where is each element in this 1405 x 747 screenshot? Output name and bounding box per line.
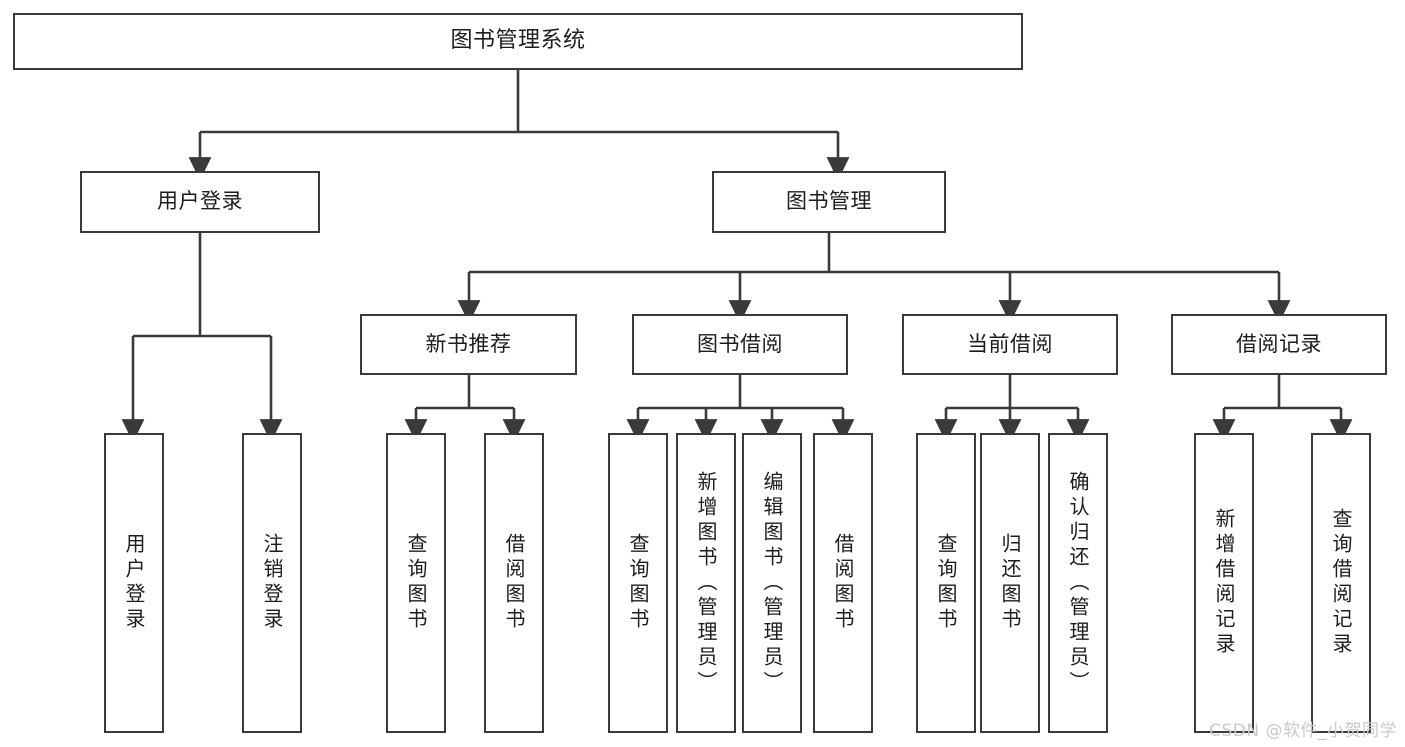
leaf-user-login-logout-label: 注销登录 bbox=[260, 533, 284, 633]
leaf-book-borrow-query[interactable]: 查询图书 bbox=[608, 433, 668, 733]
node-borrow-record-label: 借阅记录 bbox=[1236, 331, 1322, 356]
node-user-login[interactable]: 用户登录 bbox=[80, 171, 320, 233]
leaf-borrow-record-add[interactable]: 新增借阅记录 bbox=[1194, 433, 1254, 733]
node-root-system-label: 图书管理系统 bbox=[450, 28, 586, 54]
leaf-current-borrow-confirm-label: 确认归还（管理员） bbox=[1066, 470, 1090, 696]
leaf-user-login-login-label: 用户登录 bbox=[122, 533, 146, 633]
leaf-book-borrow-add-label: 新增图书（管理员） bbox=[694, 470, 718, 696]
leaf-new-book-query-label: 查询图书 bbox=[404, 533, 428, 633]
leaf-current-borrow-query[interactable]: 查询图书 bbox=[916, 433, 976, 733]
leaf-book-borrow-edit-label: 编辑图书（管理员） bbox=[760, 470, 784, 696]
leaf-new-book-query[interactable]: 查询图书 bbox=[386, 433, 446, 733]
node-user-login-label: 用户登录 bbox=[157, 189, 243, 214]
leaf-book-borrow-add[interactable]: 新增图书（管理员） bbox=[676, 433, 736, 733]
leaf-book-borrow-edit[interactable]: 编辑图书（管理员） bbox=[742, 433, 802, 733]
node-book-borrow[interactable]: 图书借阅 bbox=[632, 314, 848, 375]
leaf-current-borrow-query-label: 查询图书 bbox=[934, 533, 958, 633]
csdn-watermark: CSDN @软件_小贺同学 bbox=[1209, 721, 1397, 741]
node-root-system[interactable]: 图书管理系统 bbox=[13, 13, 1023, 70]
leaf-borrow-record-add-label: 新增借阅记录 bbox=[1212, 508, 1236, 658]
leaf-borrow-record-query-label: 查询借阅记录 bbox=[1329, 508, 1353, 658]
leaf-user-login-login[interactable]: 用户登录 bbox=[104, 433, 164, 733]
leaf-book-borrow-borrow[interactable]: 借阅图书 bbox=[813, 433, 873, 733]
node-current-borrow[interactable]: 当前借阅 bbox=[902, 314, 1118, 375]
leaf-new-book-borrow[interactable]: 借阅图书 bbox=[484, 433, 544, 733]
node-borrow-record[interactable]: 借阅记录 bbox=[1171, 314, 1387, 375]
node-current-borrow-label: 当前借阅 bbox=[967, 331, 1053, 356]
node-new-book-recommend-label: 新书推荐 bbox=[425, 331, 512, 356]
node-new-book-recommend[interactable]: 新书推荐 bbox=[360, 314, 577, 375]
leaf-book-borrow-query-label: 查询图书 bbox=[626, 533, 650, 633]
node-book-management[interactable]: 图书管理 bbox=[712, 171, 946, 233]
leaf-current-borrow-confirm[interactable]: 确认归还（管理员） bbox=[1048, 433, 1108, 733]
node-book-management-label: 图书管理 bbox=[786, 189, 872, 214]
leaf-borrow-record-query[interactable]: 查询借阅记录 bbox=[1311, 433, 1371, 733]
leaf-current-borrow-return[interactable]: 归还图书 bbox=[980, 433, 1040, 733]
leaf-new-book-borrow-label: 借阅图书 bbox=[502, 533, 526, 633]
leaf-book-borrow-borrow-label: 借阅图书 bbox=[831, 533, 855, 633]
leaf-current-borrow-return-label: 归还图书 bbox=[998, 533, 1022, 633]
node-book-borrow-label: 图书借阅 bbox=[697, 331, 783, 356]
leaf-user-login-logout[interactable]: 注销登录 bbox=[242, 433, 302, 733]
